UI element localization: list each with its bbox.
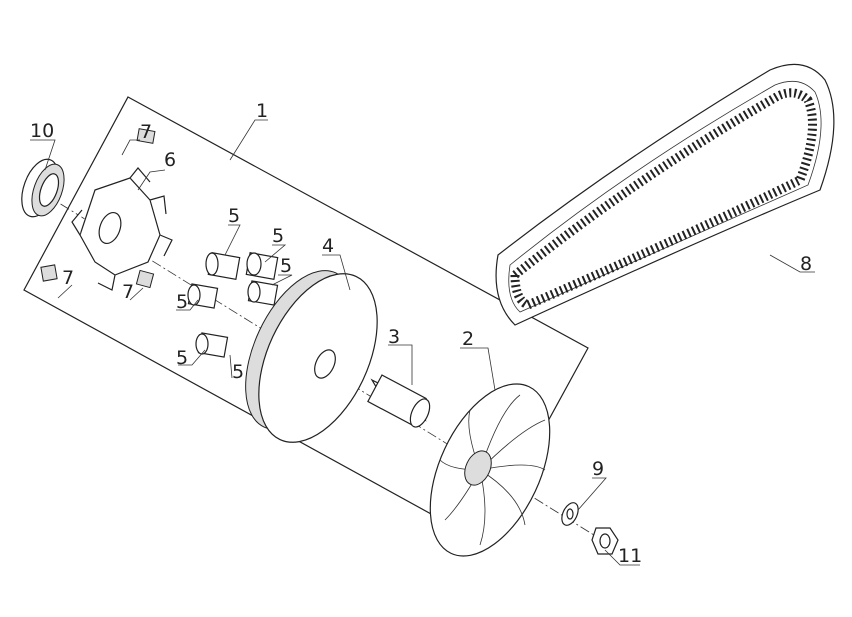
callout-5: 5 bbox=[280, 255, 292, 277]
drive-belt-part-8 bbox=[495, 63, 835, 326]
callout-11: 11 bbox=[618, 545, 642, 567]
callout-4: 4 bbox=[322, 235, 334, 257]
callout-9: 9 bbox=[592, 458, 604, 480]
callout-5: 5 bbox=[272, 225, 284, 247]
callout-5: 5 bbox=[176, 291, 188, 313]
fan-pulley-part-2 bbox=[429, 383, 551, 557]
callout-7: 7 bbox=[122, 281, 134, 303]
slider-part-7 bbox=[40, 128, 156, 289]
collar-part-3 bbox=[367, 374, 431, 428]
callout-labels: 10 7 6 1 5 5 5 7 7 5 5 5 4 3 2 8 9 11 bbox=[30, 100, 812, 567]
callout-6: 6 bbox=[164, 149, 176, 171]
callout-8: 8 bbox=[800, 253, 812, 275]
callout-5: 5 bbox=[232, 361, 244, 383]
callout-5: 5 bbox=[176, 347, 188, 369]
callout-10: 10 bbox=[30, 120, 54, 142]
callout-2: 2 bbox=[462, 328, 474, 350]
roller-weights-part-5 bbox=[187, 252, 279, 358]
callout-3: 3 bbox=[388, 326, 400, 348]
leader-lines bbox=[30, 119, 815, 566]
callout-1: 1 bbox=[256, 100, 268, 122]
oil-seal-part-10 bbox=[21, 158, 65, 218]
nut-part-11 bbox=[591, 527, 619, 555]
callout-7: 7 bbox=[140, 121, 152, 143]
washer-part-9 bbox=[561, 502, 579, 526]
movable-pulley-part-4 bbox=[245, 270, 378, 443]
callout-7: 7 bbox=[62, 267, 74, 289]
ramp-plate-part-6 bbox=[71, 167, 173, 291]
callout-5: 5 bbox=[228, 205, 240, 227]
